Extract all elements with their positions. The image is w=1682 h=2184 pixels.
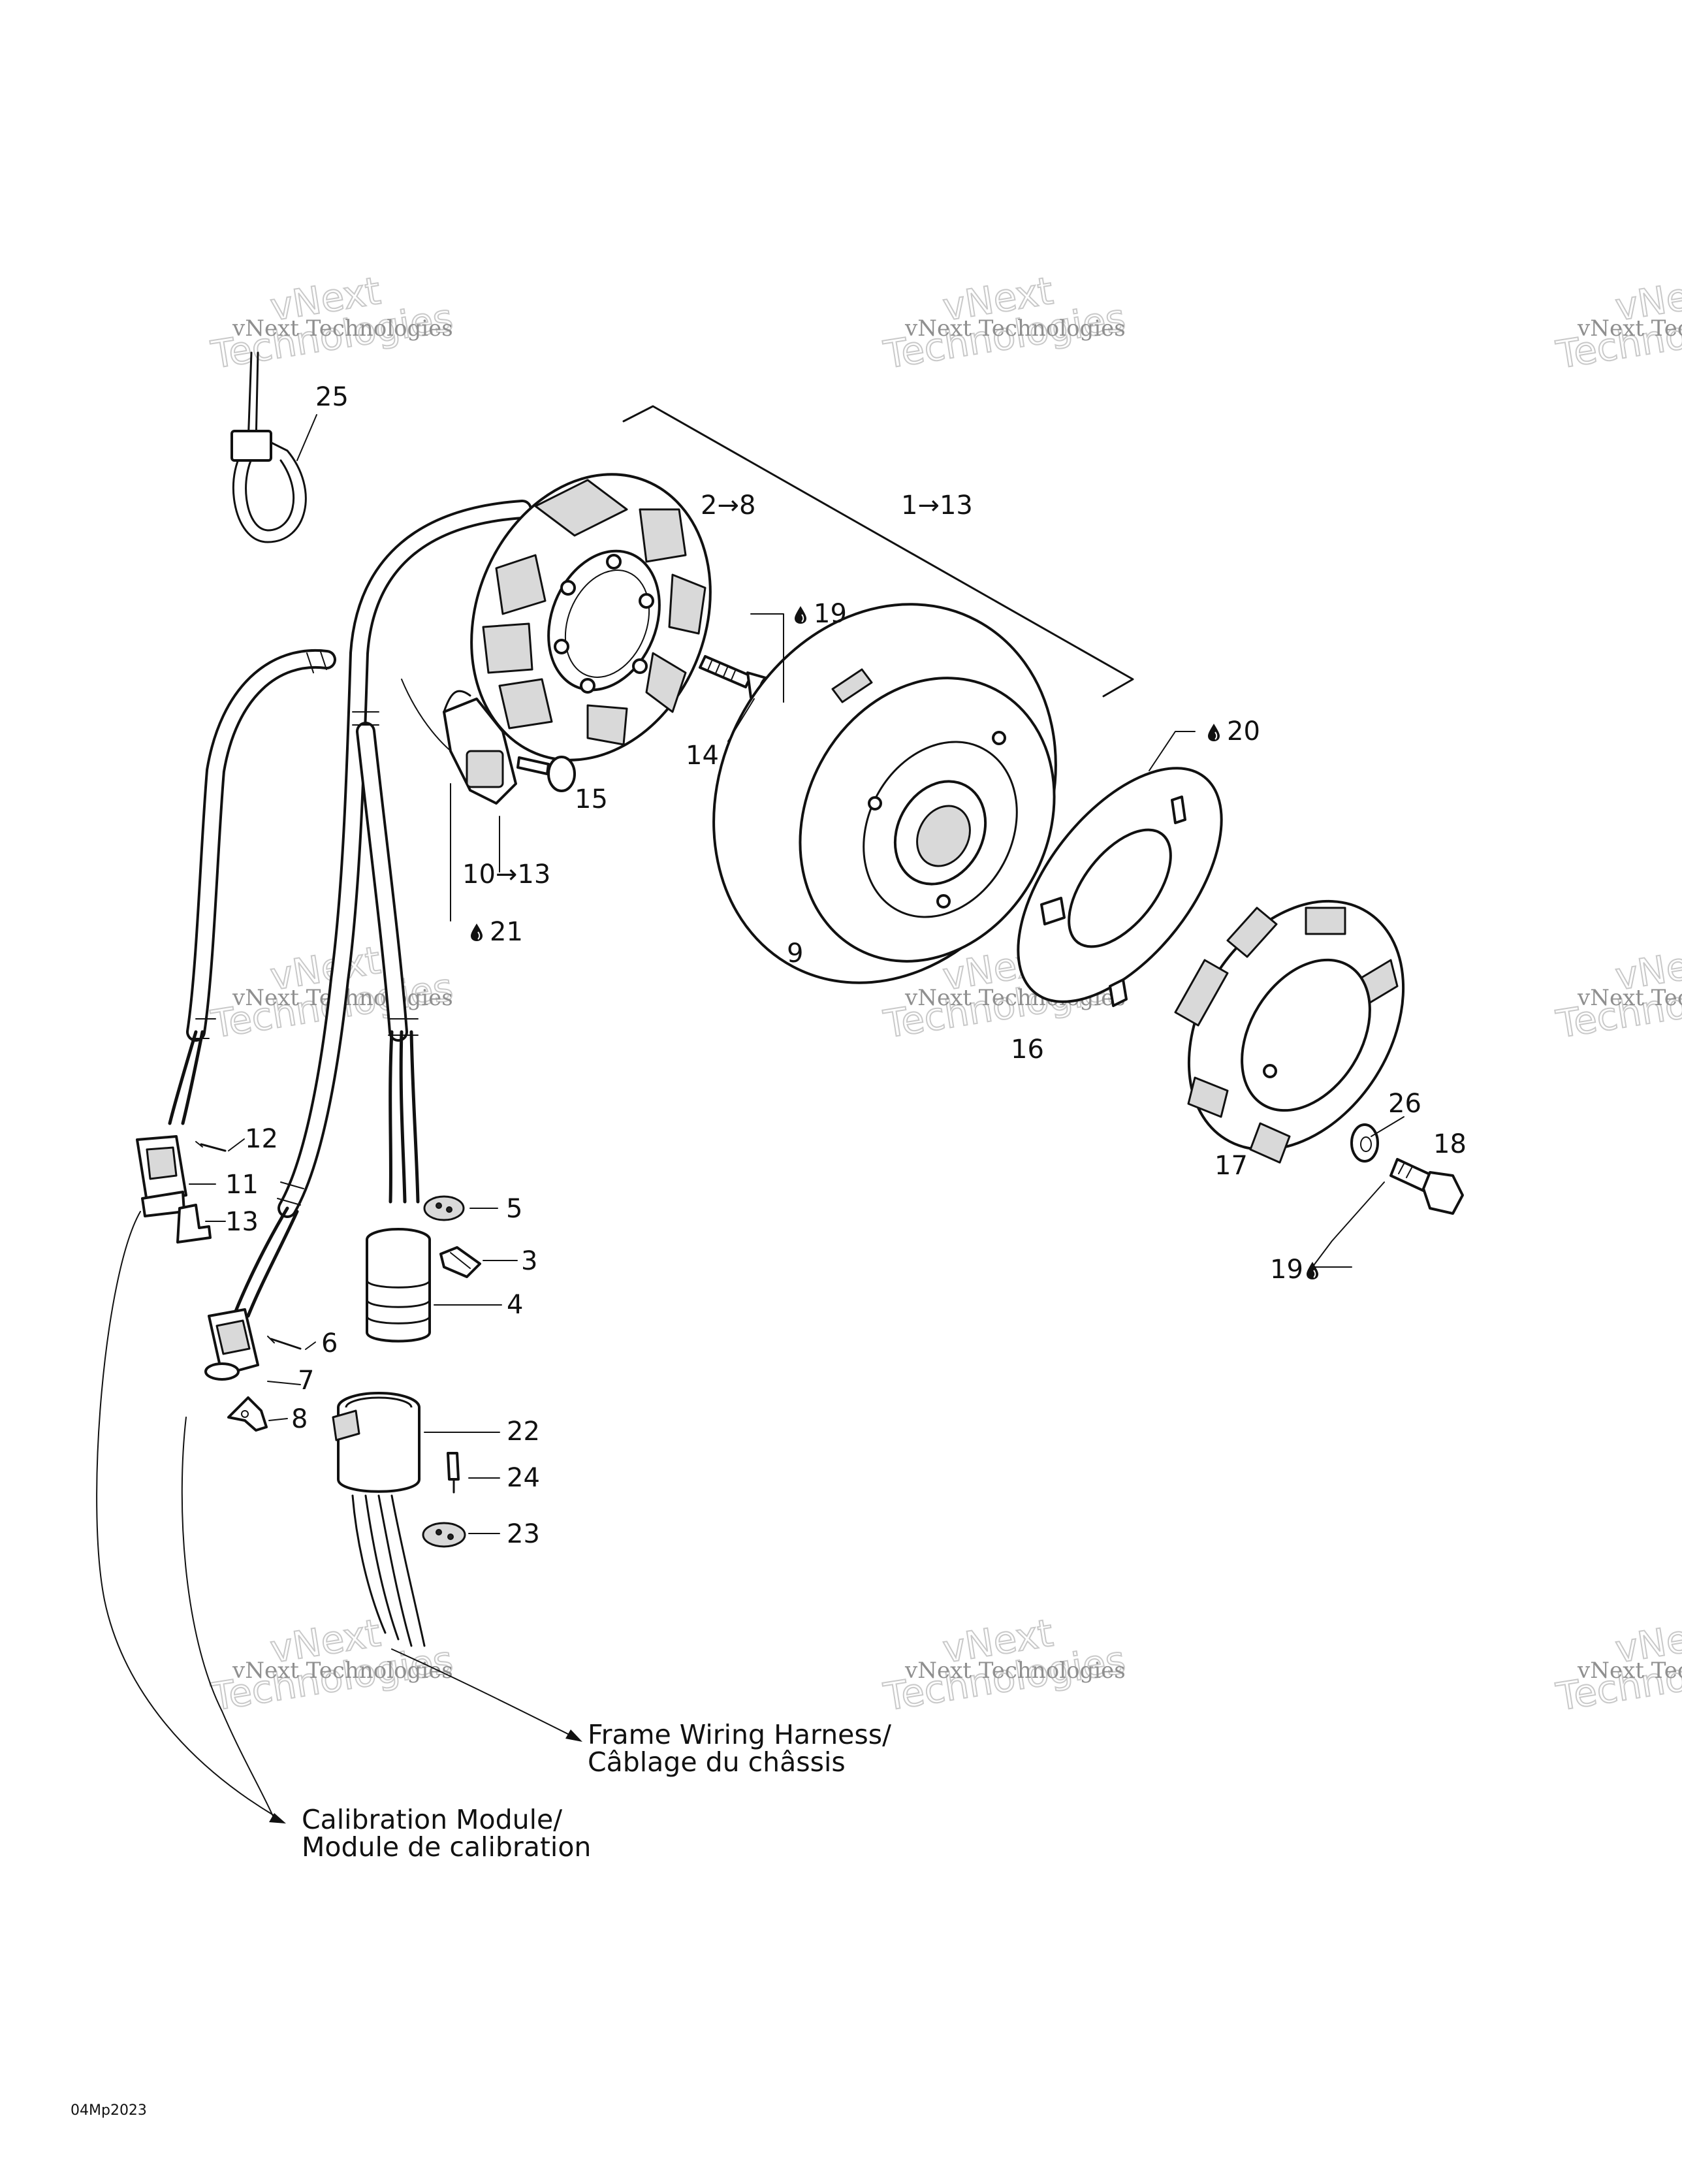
watermark: Technologies vNext vNext Technologies bbox=[208, 268, 457, 378]
callout-16: 16 bbox=[1011, 1035, 1044, 1065]
seal-23 bbox=[422, 1522, 466, 1548]
terminal-3 bbox=[439, 1246, 481, 1278]
arrowheads bbox=[269, 1729, 582, 1823]
cable-tie bbox=[230, 351, 307, 543]
screw-15 bbox=[516, 756, 576, 792]
callout-17: 17 bbox=[1214, 1151, 1248, 1181]
trigger-plate bbox=[1017, 767, 1223, 1007]
stator bbox=[470, 473, 712, 762]
ring-gear bbox=[1174, 899, 1405, 1164]
callout-1-to-13: 1→13 bbox=[901, 490, 973, 521]
terminal-24 bbox=[447, 1452, 460, 1494]
watermark-text: vNext Technologies bbox=[1577, 985, 1682, 1011]
connector-4 bbox=[366, 1228, 431, 1343]
watermark: Technologies vNext vNext Technologies bbox=[1553, 268, 1682, 378]
watermark: Technologies vNext vNext Technologies bbox=[880, 268, 1130, 378]
connector-11 bbox=[136, 1135, 187, 1217]
callout-14: 14 bbox=[686, 741, 719, 771]
watermark: Technologies vNext vNext Technologies bbox=[880, 1610, 1130, 1720]
leader-lines bbox=[96, 414, 1404, 1820]
callout-26: 26 bbox=[1388, 1089, 1421, 1119]
assembly-bracket bbox=[622, 405, 1134, 698]
seal-5 bbox=[423, 1195, 465, 1221]
callout-18: 18 bbox=[1433, 1129, 1467, 1159]
watermark-text: vNext Technologies bbox=[904, 315, 1126, 342]
callout-23: 23 bbox=[507, 1519, 540, 1549]
watermark-text: vNext Technologies bbox=[904, 1658, 1126, 1684]
terminal-12 bbox=[195, 1141, 227, 1152]
bracket-8 bbox=[227, 1396, 268, 1432]
callout-20: 20 bbox=[1227, 716, 1260, 747]
callout-15: 15 bbox=[575, 784, 608, 814]
callout-4: 4 bbox=[507, 1290, 523, 1320]
wiring-harness bbox=[168, 500, 532, 1318]
callout-labels: 25 2→8 1→13 19 14 15 10→13 21 9 20 16 17… bbox=[225, 382, 1467, 1549]
drawing-code: 04Mp2023 bbox=[71, 2102, 147, 2119]
watermark-text: vNext Technologies bbox=[1577, 1658, 1682, 1684]
bracket-13 bbox=[176, 1204, 212, 1244]
callout-25: 25 bbox=[315, 382, 349, 412]
watermark: Technologies vNext vNext Technologies bbox=[1553, 937, 1682, 1048]
callout-8: 8 bbox=[291, 1404, 308, 1434]
callout-22: 22 bbox=[507, 1417, 540, 1447]
oil-drop-icon bbox=[470, 923, 483, 942]
flywheel bbox=[712, 603, 1057, 984]
callout-7: 7 bbox=[298, 1366, 314, 1396]
bolt-18 bbox=[1389, 1158, 1464, 1215]
callout-19-top: 19 bbox=[814, 599, 847, 629]
callout-5: 5 bbox=[506, 1194, 522, 1224]
callout-10-to-13: 10→13 bbox=[462, 859, 550, 890]
callout-6: 6 bbox=[321, 1328, 338, 1358]
terminal-6 bbox=[267, 1336, 302, 1350]
connector-7 bbox=[204, 1308, 259, 1381]
oil-drop-icon bbox=[1207, 723, 1220, 742]
calibration-module-label: Calibration Module/ bbox=[302, 1804, 562, 1835]
callout-24: 24 bbox=[507, 1463, 540, 1493]
callout-9: 9 bbox=[787, 939, 803, 969]
frame-wiring-harness-label: Frame Wiring Harness/ bbox=[588, 1719, 891, 1750]
callout-19-bottom: 19 bbox=[1270, 1255, 1303, 1285]
calibration-module-label-fr: Module de calibration bbox=[302, 1831, 591, 1863]
connector-22 bbox=[332, 1392, 426, 1647]
watermark-text: vNext Technologies bbox=[232, 315, 453, 342]
callout-13: 13 bbox=[225, 1207, 259, 1237]
watermark: Technologies vNext vNext Technologies bbox=[1553, 1610, 1682, 1720]
callout-12: 12 bbox=[245, 1124, 278, 1154]
watermark-group: Technologies vNext vNext Technologies Te… bbox=[208, 268, 1682, 1720]
oil-drop-icon bbox=[1306, 1261, 1319, 1280]
washer-26 bbox=[1350, 1123, 1379, 1163]
watermark-text: vNext Technologies bbox=[232, 1658, 453, 1684]
callout-21: 21 bbox=[490, 917, 523, 947]
trigger-coil bbox=[443, 690, 517, 805]
destination-notes: Frame Wiring Harness/ Câblage du châssis… bbox=[302, 1719, 891, 1863]
callout-11: 11 bbox=[225, 1170, 259, 1200]
callout-3: 3 bbox=[521, 1246, 537, 1276]
frame-wiring-harness-label-fr: Câblage du châssis bbox=[588, 1746, 846, 1778]
oil-drop-icon bbox=[794, 605, 807, 624]
callout-2-to-8: 2→8 bbox=[701, 490, 755, 521]
watermark-text: vNext Technologies bbox=[1577, 315, 1682, 342]
